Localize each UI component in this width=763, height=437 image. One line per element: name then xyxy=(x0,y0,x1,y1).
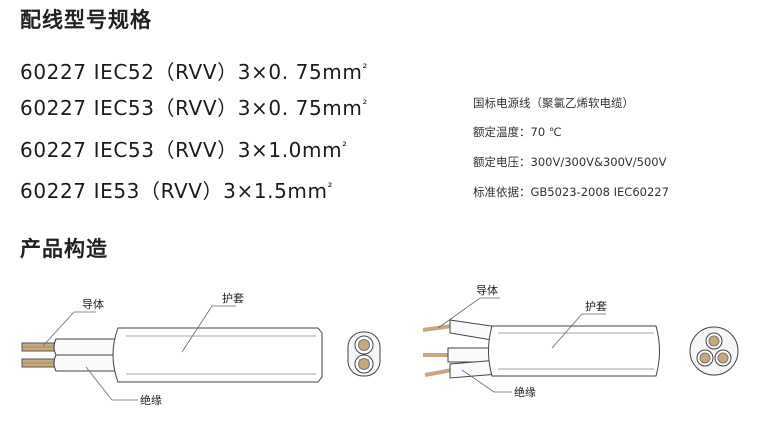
structure-heading: 产品构造 xyxy=(20,237,108,261)
two-core-cross-section xyxy=(347,331,381,377)
model-line-2: 60227 IEC53（RVV）3×0. 75mm² xyxy=(20,92,368,121)
unit-superscript: ² xyxy=(362,61,368,75)
model-text: 60227 IEC53（RVV）3×0. 75mm xyxy=(20,96,363,120)
spec-heading: 配线型号规格 xyxy=(20,8,152,32)
conductor-strand xyxy=(422,324,453,332)
three-core-cross-section xyxy=(689,326,739,376)
info-standard-type: 国标电源线（聚氯乙烯软电缆） xyxy=(473,96,634,110)
conductor-strand xyxy=(424,368,453,377)
model-line-3: 60227 IEC53（RVV）3×1.0mm² xyxy=(20,134,348,163)
label-insulation: 绝缘 xyxy=(140,393,162,407)
label-sheath: 护套 xyxy=(222,291,244,305)
cable-structure-diagram: 导体 护套 绝缘 导体 护套 绝缘 xyxy=(21,283,739,407)
insulation-leader xyxy=(461,369,512,393)
outer-sheath xyxy=(488,325,660,377)
outer-sheath xyxy=(112,327,323,383)
three-core-round-cable xyxy=(422,297,739,393)
label-insulation: 绝缘 xyxy=(514,385,536,399)
info-rated-temperature: 额定温度：70 ℃ xyxy=(473,125,562,139)
model-text: 60227 IEC53（RVV）3×1.0mm xyxy=(20,138,343,162)
info-rated-voltage: 额定电压：300V/300V&300V/500V xyxy=(473,155,667,169)
unit-superscript: ² xyxy=(362,97,368,111)
unit-superscript: ² xyxy=(327,180,334,194)
sheath-leader xyxy=(551,313,606,349)
conductor-leader xyxy=(42,311,96,347)
conductor-leader xyxy=(437,297,500,329)
model-line-4: 60227 IE53（RVV）3×1.5mm² xyxy=(20,175,333,204)
model-text: 60227 IEC52（RVV）3×0. 75mm xyxy=(20,60,363,84)
info-standard-basis: 标准依据：GB5023-2008 IEC60227 xyxy=(473,185,669,199)
label-sheath: 护套 xyxy=(585,299,607,313)
model-text: 60227 IE53（RVV）3×1.5mm xyxy=(20,179,328,203)
two-core-flat-cable xyxy=(21,305,381,401)
insulation-leader xyxy=(85,366,138,401)
unit-superscript: ² xyxy=(342,139,348,153)
label-conductor: 导体 xyxy=(82,297,104,311)
model-line-1: 60227 IEC52（RVV）3×0. 75mm² xyxy=(20,56,368,85)
label-conductor: 导体 xyxy=(476,283,498,297)
sheath-leader xyxy=(181,305,236,353)
